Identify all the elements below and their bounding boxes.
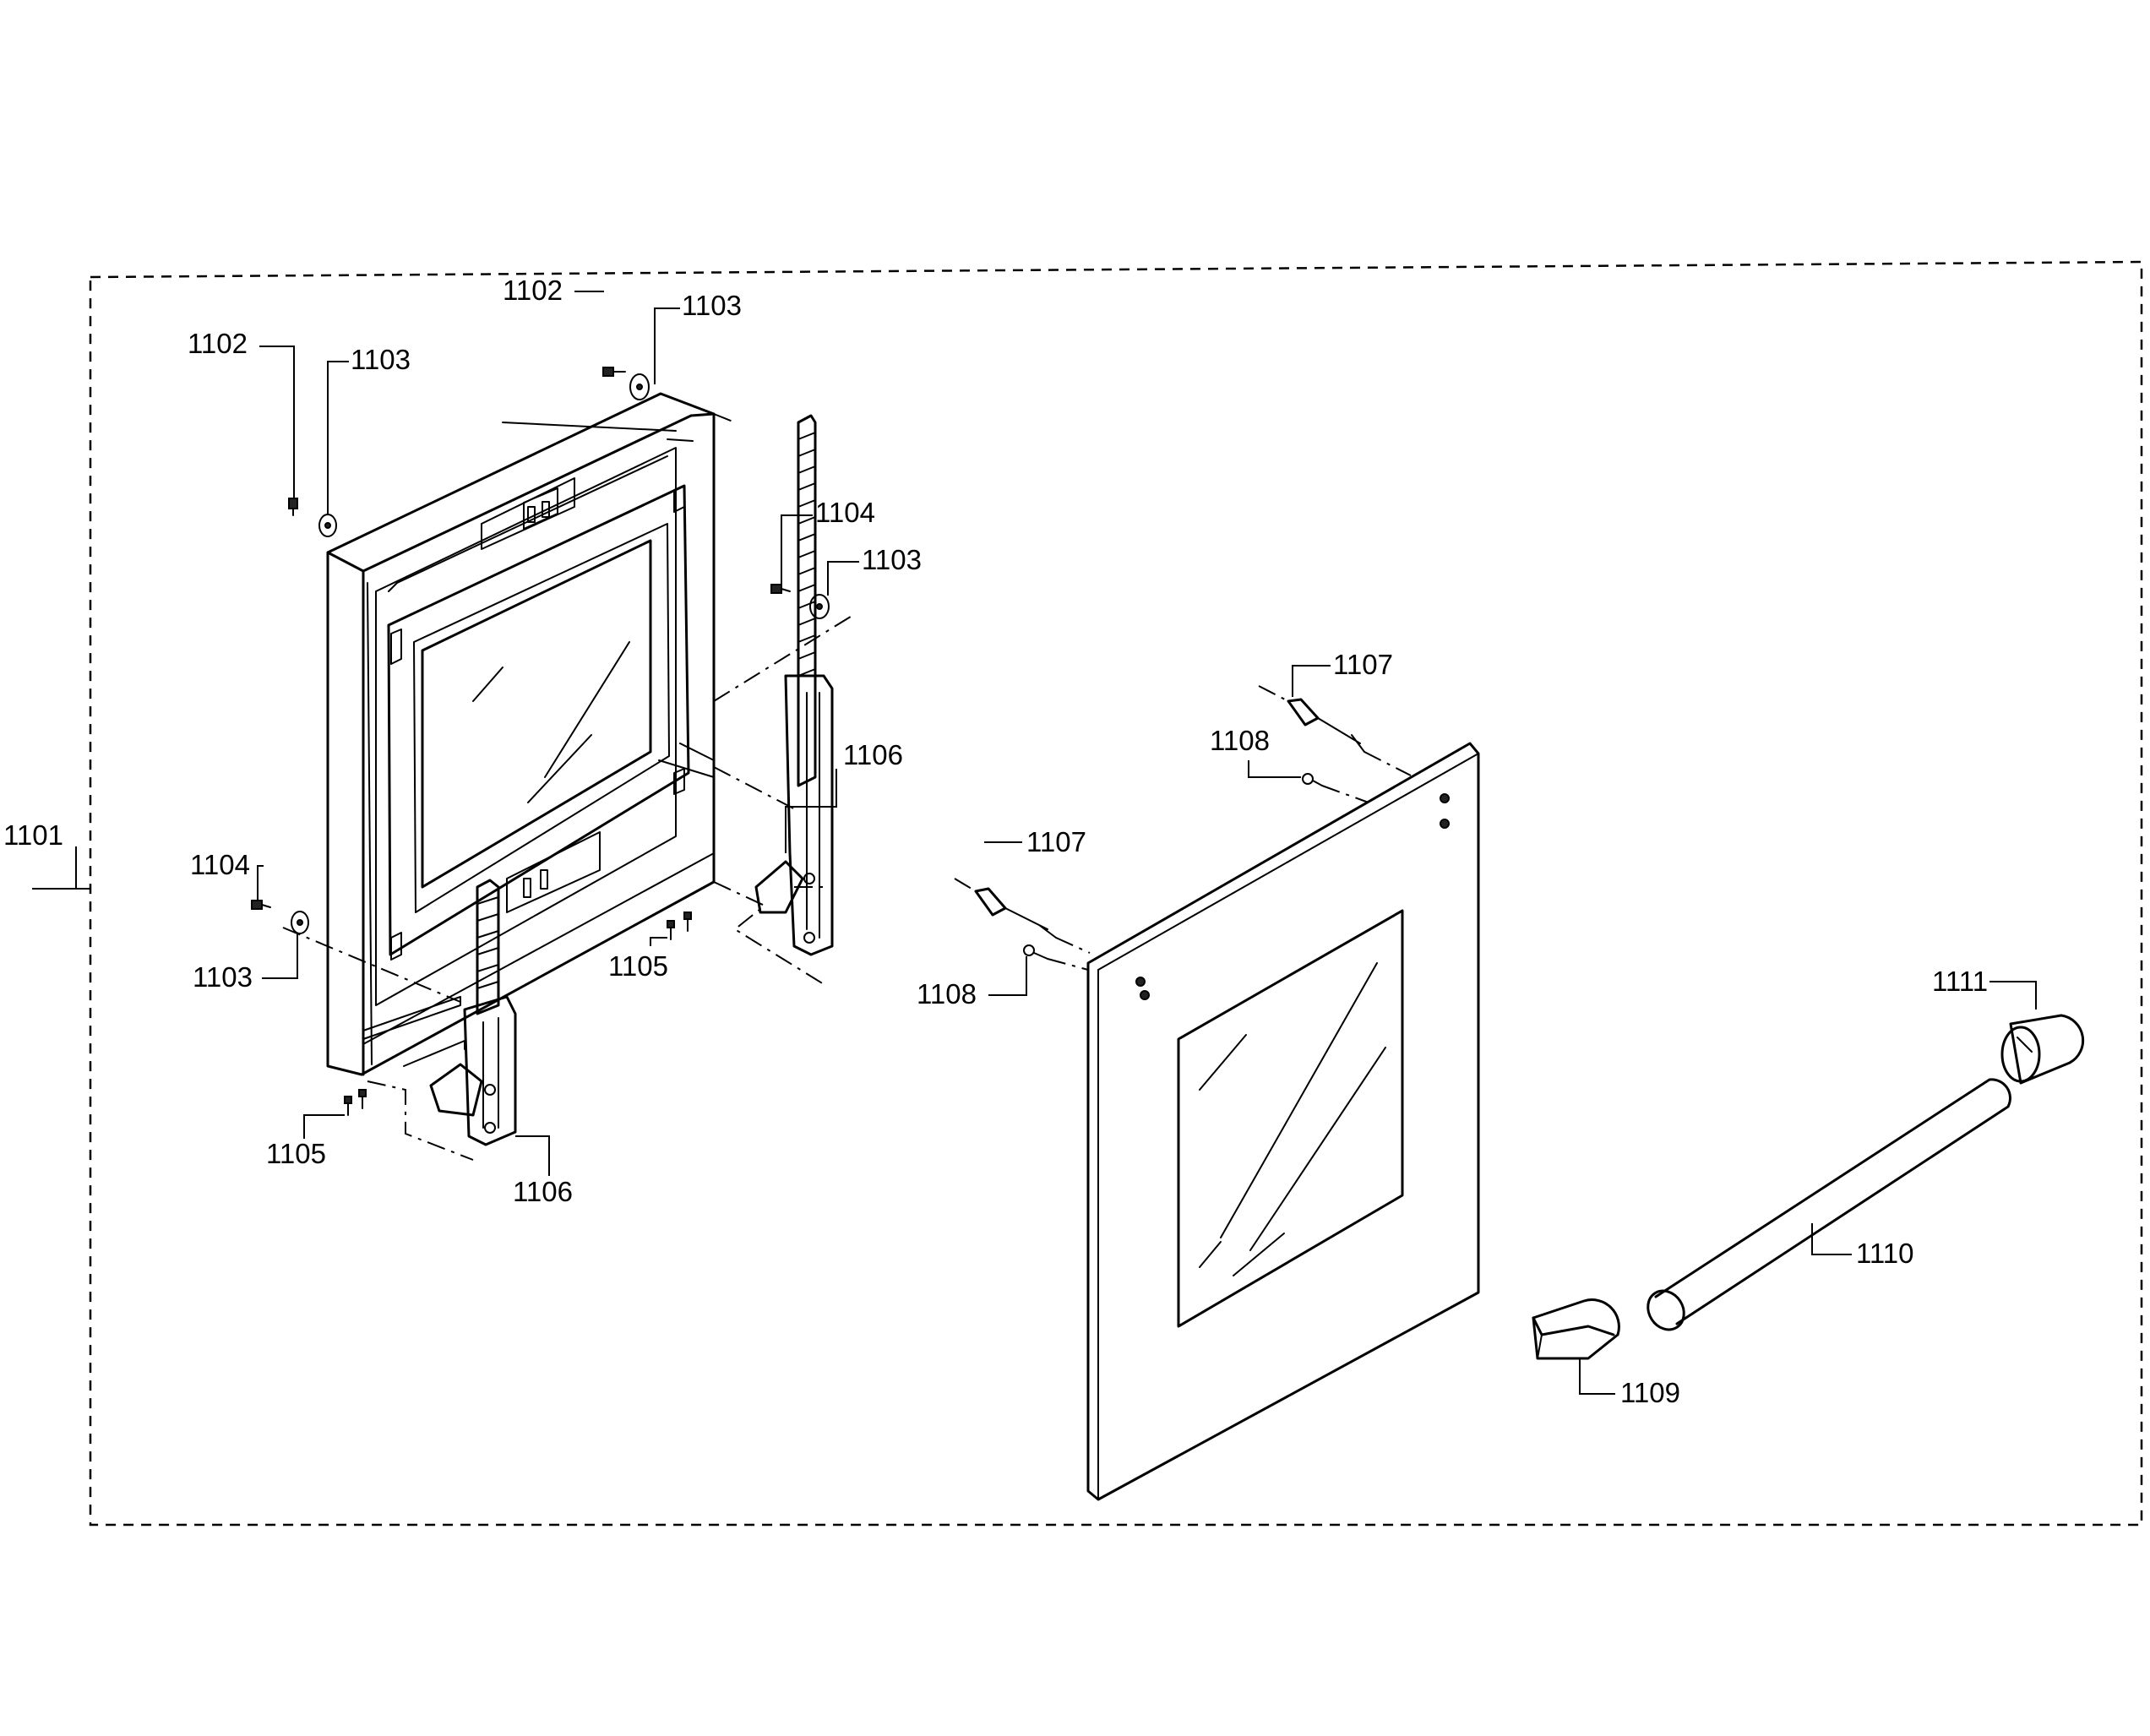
callout-1101: 1101	[3, 819, 90, 890]
washer-1103-right	[809, 594, 830, 619]
end-cap-1111	[2000, 1014, 2085, 1085]
end-cap-1109	[1532, 1298, 1620, 1360]
hinge-left	[429, 879, 517, 1146]
callout-label-1102-top: 1102	[503, 275, 563, 306]
callout-label-1106-left: 1106	[513, 1176, 573, 1207]
handle-fasteners	[954, 685, 1412, 971]
hinge-right	[754, 414, 834, 956]
screw-1102-left	[288, 498, 298, 509]
screw-1104-right	[770, 584, 782, 594]
screw-1105-left-a	[344, 1096, 352, 1104]
outer-door-panel	[1086, 742, 1480, 1501]
callout-label-1101: 1101	[3, 819, 63, 851]
screw-1104-left	[251, 900, 263, 910]
assembly-boundary	[89, 260, 2143, 1526]
callout-label-1105-left: 1105	[266, 1138, 326, 1169]
callout-label-1109: 1109	[1620, 1377, 1680, 1408]
callout-label-1108-top: 1108	[1210, 725, 1270, 756]
callout-label-1110: 1110	[1856, 1238, 1914, 1269]
callout-label-1103-top: 1103	[682, 290, 742, 321]
callout-label-1104-left: 1104	[190, 849, 250, 880]
alignment-guides-inner	[282, 413, 854, 1161]
screw-1105-right-a	[667, 920, 675, 928]
callout-label-1108-mid: 1108	[917, 978, 977, 1009]
screw-1102-top	[602, 367, 614, 377]
handle-tube-1110	[1647, 1078, 2011, 1331]
callout-label-1102-left: 1102	[188, 328, 248, 359]
callouts: 1102 1103 1102 1103 1104 1103 1104 1103 …	[188, 275, 2037, 1408]
callout-label-1111: 1111	[1932, 966, 1988, 997]
callout-label-1107-mid: 1107	[1026, 826, 1086, 857]
screw-1105-left-b	[358, 1089, 367, 1097]
callout-label-1104-right: 1104	[815, 497, 875, 528]
callout-label-1103-right: 1103	[862, 544, 922, 575]
washer-1103-top	[629, 373, 650, 400]
callout-label-1106-right: 1106	[843, 739, 903, 770]
callout-label-1105-right: 1105	[608, 950, 668, 982]
fasteners-inner	[251, 367, 830, 1116]
screw-1105-right-b	[683, 912, 692, 920]
washer-1103-left-bottom	[291, 911, 309, 934]
callout-label-1103-left-bottom: 1103	[193, 961, 253, 993]
callout-label-1103-left-top: 1103	[351, 344, 411, 375]
callout-label-1107-top: 1107	[1333, 649, 1393, 680]
